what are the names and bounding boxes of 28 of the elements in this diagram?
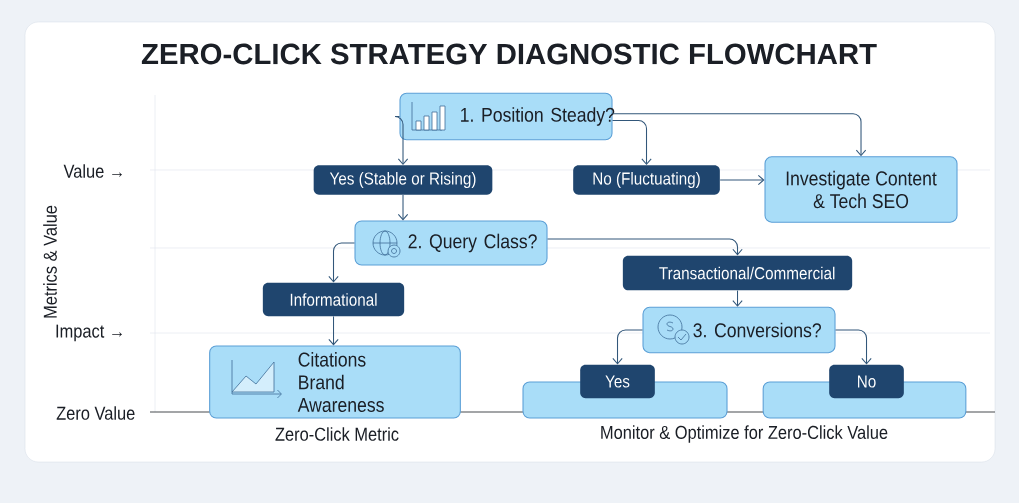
arrow (835, 329, 872, 365)
axis-label: Value → (63, 164, 122, 178)
arrow (719, 174, 765, 186)
title: ZERO-CLICK STRATEGY DIAGNOSTIC FLOWCHART (141, 43, 877, 65)
axis-label: Zero Value (56, 406, 135, 420)
decision-box: 1. Position Steady? (399, 92, 615, 141)
answer-tag: No (Fluctuating) (573, 165, 720, 195)
axis-label: Impact → (56, 324, 122, 342)
answer-tag: Yes (Stable or Rising) (313, 165, 493, 195)
answer-tag: Transactional/Commercial (622, 255, 853, 291)
arrow (328, 242, 355, 283)
result-box: Citations Brand Awareness (209, 345, 461, 419)
action-box: Investigate Content & Tech SEO (764, 156, 958, 223)
answer-tag: No (829, 364, 904, 399)
arrow (732, 290, 743, 307)
arrow (397, 194, 409, 221)
axis-title: Metrics & Value (43, 205, 57, 318)
answer-tag: Informational (262, 282, 405, 317)
answer-tag: Yes (580, 364, 655, 399)
arrow (547, 238, 743, 256)
decision-box: 2. Query Class? (354, 220, 548, 266)
arrow (328, 315, 339, 346)
decision-box: 3. Conversions? (642, 306, 836, 354)
arrow (612, 119, 652, 166)
arrow (394, 115, 409, 166)
axis-label: Monitor & Optimize for Zero-Click Value (601, 425, 888, 443)
arrow (612, 329, 643, 365)
arrow (612, 113, 867, 157)
